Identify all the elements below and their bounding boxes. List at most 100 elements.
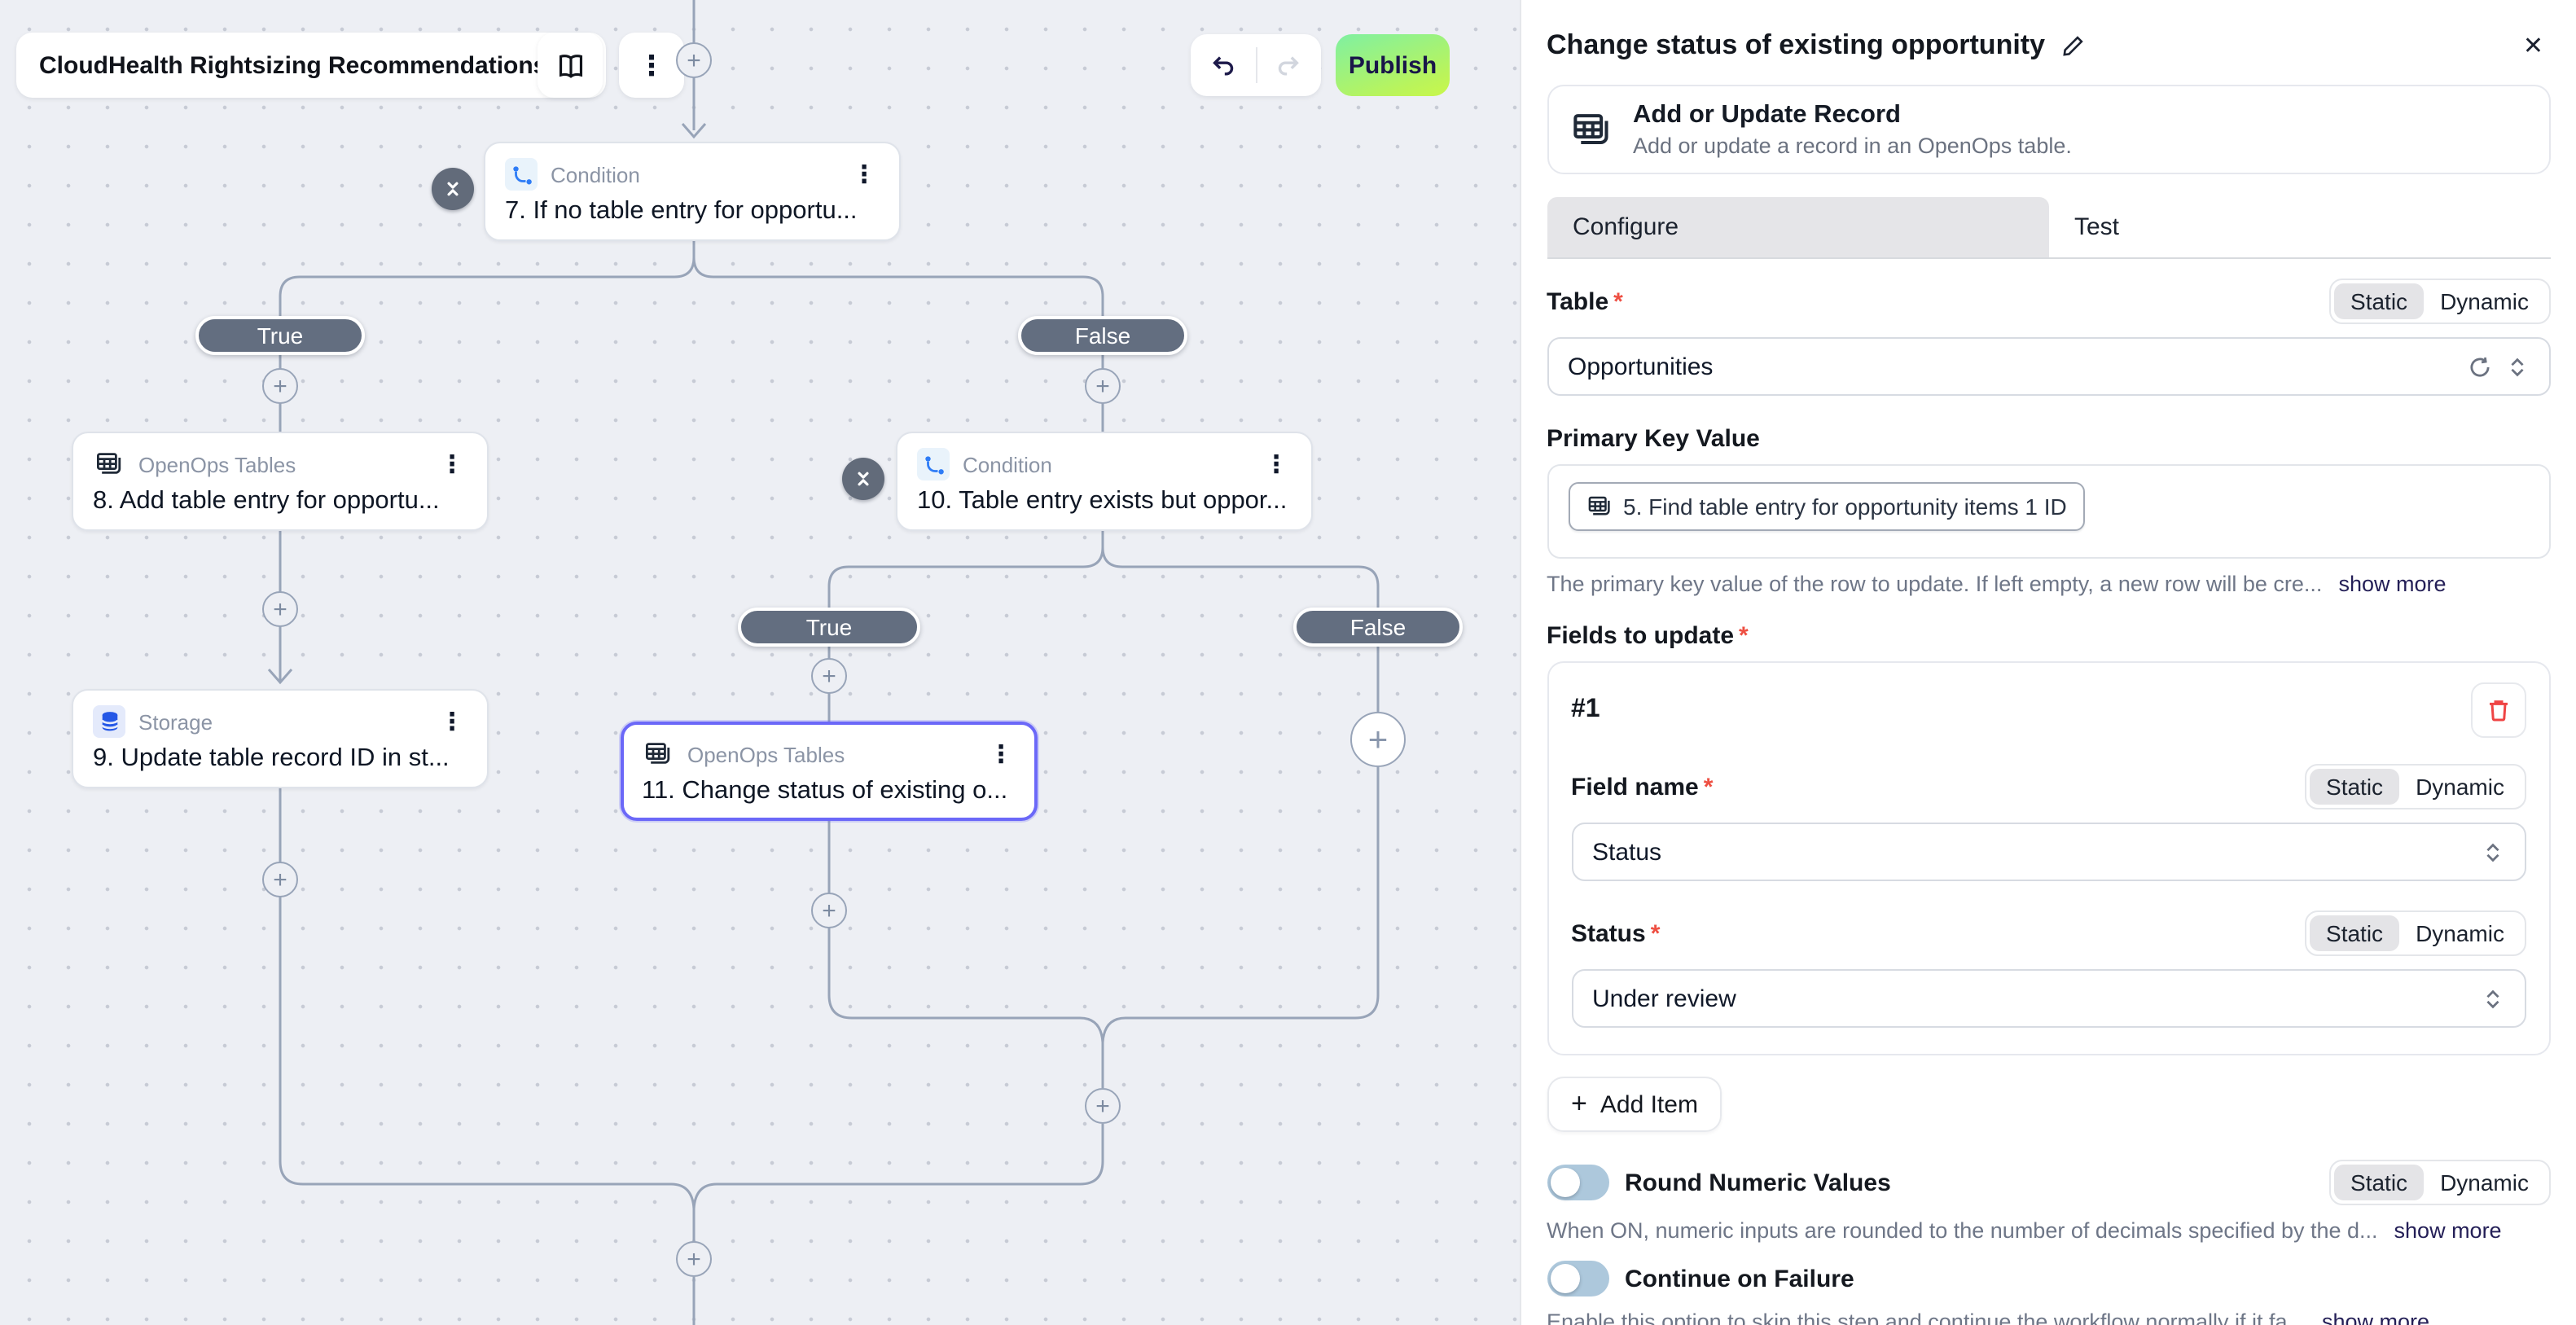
undo-button[interactable] (1191, 34, 1255, 96)
flow-name: CloudHealth Rightsizing Recommendations (39, 51, 547, 79)
static-option[interactable]: Static (2310, 915, 2400, 951)
node-app-label: Storage (138, 709, 213, 734)
node-menu-icon[interactable]: ⋮ (440, 450, 464, 478)
step-settings-panel: Change status of existing opportunity ✕ … (1519, 0, 2576, 1325)
node-menu-icon[interactable]: ⋮ (1264, 450, 1288, 478)
add-first-step-button[interactable]: + (1350, 712, 1406, 767)
flow-edges (267, 0, 1380, 1325)
docs-button[interactable] (538, 33, 603, 98)
static-option[interactable]: Static (2334, 283, 2425, 319)
plus-icon: + (1571, 1088, 1587, 1119)
node-storage-9[interactable]: Storage ⋮ 9. Update table record ID in s… (72, 689, 489, 788)
node-app-label: OpenOps Tables (138, 452, 296, 476)
add-step-button[interactable]: + (1085, 1088, 1121, 1124)
action-name: Add or Update Record (1633, 101, 1901, 129)
continue-on-failure-row: Continue on Failure (1547, 1261, 2550, 1296)
flow-menu-button[interactable]: ⋮ (619, 33, 684, 98)
show-more-link[interactable]: show more (2322, 1310, 2430, 1325)
table-label: Table (1547, 287, 1609, 315)
add-step-button[interactable]: + (676, 1241, 712, 1277)
field-name-value: Status (1592, 838, 1662, 866)
dynamic-option[interactable]: Dynamic (2416, 774, 2504, 800)
table-mode-switch: Static Dynamic (2329, 279, 2550, 324)
step-output-token[interactable]: 5. Find table entry for opportunity item… (1568, 482, 2085, 531)
dynamic-option[interactable]: Dynamic (2416, 920, 2504, 946)
panel-tabs: Configure Test (1547, 197, 2550, 259)
add-step-button[interactable]: + (811, 658, 847, 694)
continue-on-failure-label: Continue on Failure (1625, 1265, 1854, 1292)
primary-key-helper: The primary key value of the row to upda… (1547, 572, 2323, 596)
node-menu-icon[interactable]: ⋮ (852, 160, 876, 188)
node-tables-11-selected[interactable]: OpenOps Tables ⋮ 11. Change status of ex… (621, 722, 1038, 821)
primary-key-label: Primary Key Value (1547, 425, 1760, 453)
add-step-button[interactable]: + (676, 42, 712, 78)
add-step-button[interactable]: + (811, 893, 847, 928)
token-label: 5. Find table entry for opportunity item… (1623, 494, 2067, 520)
status-value: Under review (1592, 985, 1736, 1012)
static-option[interactable]: Static (2310, 769, 2400, 805)
condition-icon (505, 158, 538, 191)
add-item-label: Add Item (1600, 1090, 1698, 1118)
node-title: 11. Change status of existing o... (642, 777, 1008, 805)
close-icon[interactable]: ✕ (2522, 33, 2543, 60)
openops-tables-icon (1586, 494, 1612, 520)
node-app-label: Condition (551, 162, 640, 186)
table-select[interactable]: Opportunities (1547, 337, 2550, 396)
node-tables-8[interactable]: OpenOps Tables ⋮ 8. Add table entry for … (72, 432, 489, 531)
tab-test[interactable]: Test (2074, 213, 2120, 241)
primary-key-input[interactable]: 5. Find table entry for opportunity item… (1547, 464, 2550, 559)
round-numeric-toggle[interactable] (1547, 1165, 1608, 1200)
node-menu-icon[interactable]: ⋮ (440, 708, 464, 735)
add-step-button[interactable]: + (262, 591, 298, 627)
redo-button[interactable] (1257, 34, 1321, 96)
node-app-label: Condition (963, 452, 1052, 476)
required-asterisk: * (1650, 919, 1661, 947)
node-title: 10. Table entry exists but oppor... (917, 487, 1288, 515)
fields-to-update-header: Fields to update* (1547, 622, 2550, 650)
tab-configure[interactable]: Configure (1547, 197, 2048, 257)
branch-label-true: True (738, 608, 920, 647)
field-name-mode-switch: Static Dynamic (2305, 764, 2526, 809)
panel-title: Change status of existing opportunity (1547, 29, 2046, 60)
field-name-select[interactable]: Status (1571, 823, 2526, 881)
node-condition-7[interactable]: Condition ⋮ 7. If no table entry for opp… (484, 142, 901, 241)
status-header: Status* Static Dynamic (1571, 910, 2526, 956)
node-menu-icon[interactable]: ⋮ (989, 740, 1013, 768)
show-more-link[interactable]: show more (2338, 572, 2447, 596)
static-option[interactable]: Static (2334, 1165, 2425, 1200)
publish-button[interactable]: Publish (1336, 34, 1450, 96)
show-more-link[interactable]: show more (2394, 1218, 2502, 1243)
status-select[interactable]: Under review (1571, 969, 2526, 1028)
node-app-label: OpenOps Tables (687, 742, 845, 766)
flow-name-selector[interactable]: CloudHealth Rightsizing Recommendations (16, 33, 606, 98)
book-icon (558, 54, 582, 77)
required-asterisk: * (1703, 773, 1714, 801)
collapse-branch-button[interactable] (842, 458, 884, 500)
round-numeric-mode-switch: Static Dynamic (2329, 1160, 2550, 1205)
round-numeric-helper: When ON, numeric inputs are rounded to t… (1547, 1218, 2378, 1243)
trash-icon (2489, 700, 2507, 722)
edit-pencil-icon[interactable] (2060, 33, 2084, 58)
delete-item-button[interactable] (2470, 682, 2526, 738)
refresh-icon[interactable] (2467, 354, 2491, 379)
field-name-header: Field name* Static Dynamic (1571, 764, 2526, 809)
add-step-button[interactable]: + (1085, 368, 1121, 404)
collapse-branch-button[interactable] (432, 168, 474, 210)
dynamic-option[interactable]: Dynamic (2440, 288, 2529, 314)
continue-on-failure-toggle[interactable] (1547, 1261, 1608, 1296)
primary-key-header: Primary Key Value (1547, 425, 2550, 453)
flow-canvas[interactable]: CloudHealth Rightsizing Recommendations … (0, 0, 1519, 1325)
dynamic-option[interactable]: Dynamic (2440, 1169, 2529, 1196)
node-condition-10[interactable]: Condition ⋮ 10. Table entry exists but o… (896, 432, 1313, 531)
table-value: Opportunities (1568, 353, 1714, 380)
add-step-button[interactable]: + (262, 862, 298, 897)
round-numeric-row: Round Numeric Values Static Dynamic (1547, 1160, 2550, 1205)
field-item-card: #1 Field name* Static Dynamic Status (1547, 661, 2550, 1055)
branch-label-false: False (1018, 316, 1187, 355)
collapse-icon (858, 472, 869, 486)
history-controls (1191, 34, 1321, 96)
add-step-button[interactable]: + (262, 368, 298, 404)
add-item-button[interactable]: + Add Item (1547, 1077, 1722, 1132)
openops-tables-icon (642, 738, 674, 770)
